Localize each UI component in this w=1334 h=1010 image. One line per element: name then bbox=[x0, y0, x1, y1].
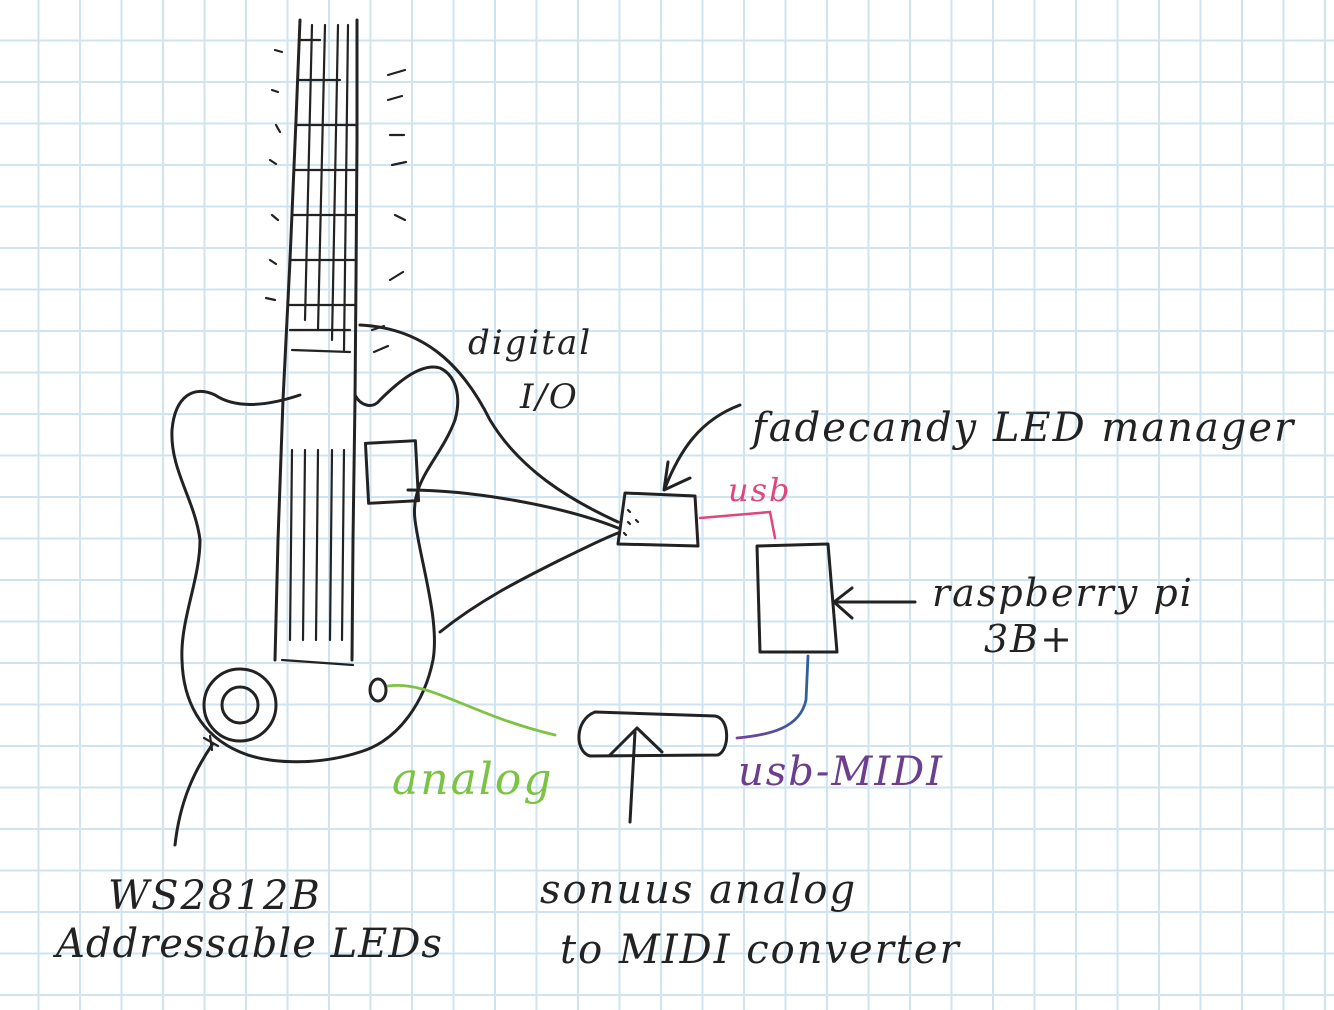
volume-knob bbox=[204, 669, 276, 741]
usb-wire bbox=[700, 512, 775, 538]
usb-label: usb bbox=[728, 474, 792, 506]
arrow-to-leds bbox=[175, 745, 212, 845]
raspberry-pi-label: raspberry pi bbox=[932, 574, 1194, 612]
arrow-to-raspberry-pi bbox=[834, 588, 915, 618]
digital-label: digital bbox=[468, 326, 592, 360]
usb-midi-label: usb-MIDI bbox=[738, 752, 944, 792]
raspberry-pi-box bbox=[757, 544, 837, 652]
converter-sub-label: to MIDI converter bbox=[560, 930, 961, 970]
io-label: I/O bbox=[520, 380, 579, 414]
analog-label: analog bbox=[392, 758, 554, 802]
raspberry-pi-model-label: 3B+ bbox=[984, 620, 1074, 658]
guitar-body bbox=[172, 367, 458, 762]
pickup-box bbox=[365, 441, 418, 504]
wire-pickup-to-fadecandy bbox=[408, 490, 618, 528]
leds-model-label: WS2812B bbox=[108, 876, 322, 916]
fadecandy-label: fadecandy LED manager bbox=[752, 408, 1295, 448]
sonuus-converter-box bbox=[579, 712, 727, 756]
fadecandy-box bbox=[618, 493, 698, 546]
output-jack bbox=[370, 679, 386, 701]
usb-midi-wire bbox=[737, 656, 808, 738]
leds-label: Addressable LEDs bbox=[56, 924, 443, 964]
guitar-neck bbox=[275, 20, 300, 660]
arrow-to-converter bbox=[610, 728, 662, 822]
wire-body-to-fadecandy bbox=[440, 533, 618, 632]
converter-label: sonuus analog bbox=[540, 870, 857, 910]
